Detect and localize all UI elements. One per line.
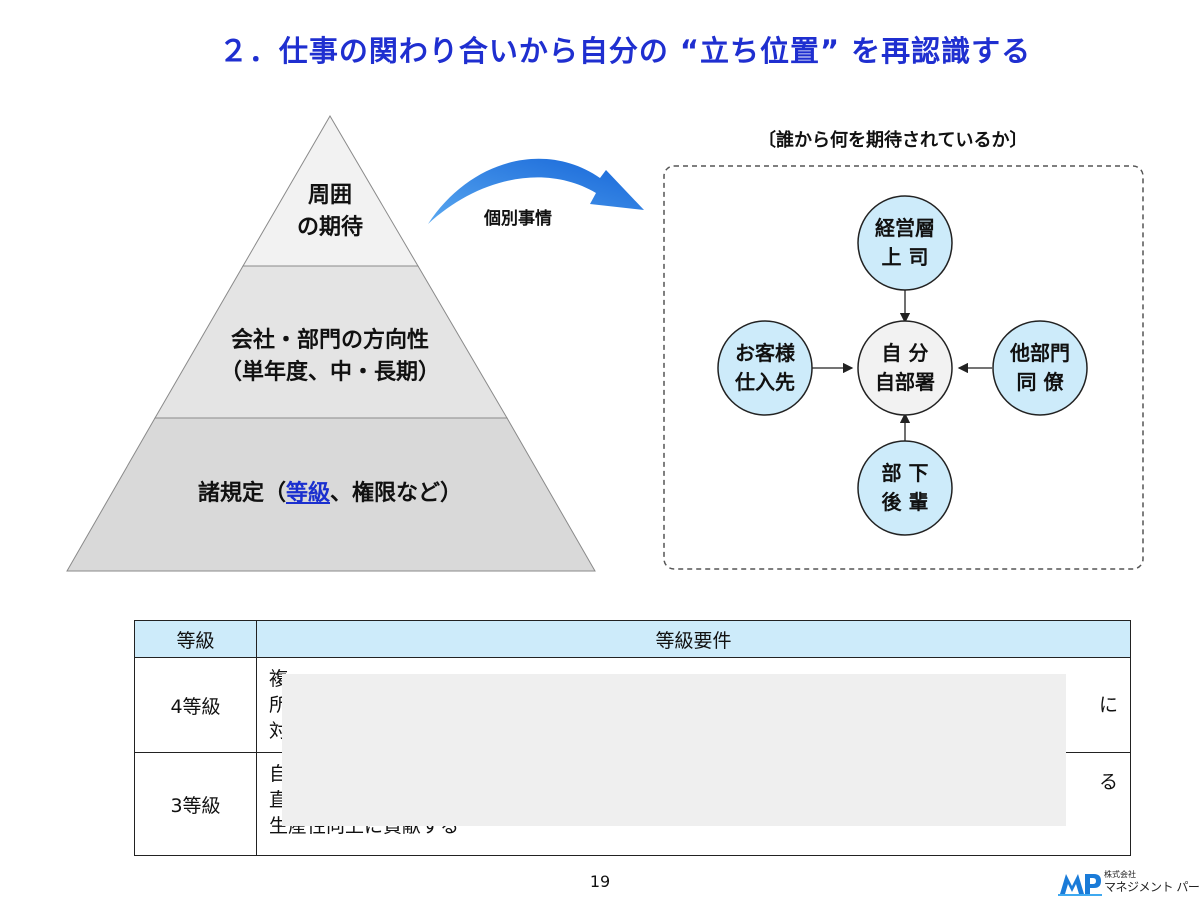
redaction-block xyxy=(282,674,1066,826)
circle-customers xyxy=(717,320,813,416)
label-self-line1: 自 分 xyxy=(881,341,929,365)
logo-company-name: マネジメント パートナー xyxy=(1104,880,1200,894)
label-subordinates-line1: 部 下 xyxy=(881,461,929,485)
pyramid-bottom-tier xyxy=(66,417,596,572)
circle-other-depts xyxy=(992,320,1088,416)
label-self: 自 分 自部署 xyxy=(855,339,955,397)
arrow-label: 個別事情 xyxy=(484,209,552,229)
circle-management xyxy=(857,195,953,291)
label-customers: お客様 仕入先 xyxy=(715,339,815,397)
logo-company-prefix: 株式会社 xyxy=(1104,870,1136,879)
label-other-depts: 他部門 同 僚 xyxy=(990,339,1090,397)
pyramid-bottom-label: 諸規定（等級、権限など） xyxy=(120,478,540,510)
curved-arrow-icon xyxy=(428,158,644,224)
pyramid-bottom-suffix: 、権限など） xyxy=(330,481,463,506)
header-requirements: 等級要件 xyxy=(256,620,1131,658)
expectation-panel xyxy=(663,165,1144,570)
panel-title: 〔誰から何を期待されているか〕 xyxy=(758,130,1028,151)
pyramid-bottom-prefix: 諸規定（ xyxy=(197,481,286,506)
label-management-line1: 経営層 xyxy=(875,216,935,240)
label-customers-line2: 仕入先 xyxy=(735,370,795,394)
pyramid-top-label: 周囲 の期待 xyxy=(270,180,390,244)
pyramid-top-line2: の期待 xyxy=(296,215,363,240)
header-grade: 等級 xyxy=(134,620,257,658)
grade-cell: 4等級 xyxy=(134,657,257,753)
circle-self xyxy=(857,320,953,416)
label-subordinates: 部 下 後 輩 xyxy=(855,459,955,517)
pyramid-middle-line2: （単年度、中・長期） xyxy=(219,360,440,385)
circle-subordinates xyxy=(857,440,953,536)
label-self-line2: 自部署 xyxy=(875,370,935,394)
pyramid-middle-label: 会社・部門の方向性 （単年度、中・長期） xyxy=(180,325,480,389)
page-number: 19 xyxy=(589,872,611,891)
grade-link[interactable]: 等級 xyxy=(285,481,330,506)
page-title: ２．仕事の関わり合いから自分の “立ち位置” を再認識する xyxy=(218,34,1032,68)
requirement-line-end: る xyxy=(1098,771,1118,793)
requirement-line-end: に xyxy=(1098,694,1118,716)
grade-cell: 3等級 xyxy=(134,752,257,856)
label-customers-line1: お客様 xyxy=(735,341,795,365)
label-other-depts-line1: 他部門 xyxy=(1010,341,1070,365)
pyramid-middle-line1: 会社・部門の方向性 xyxy=(230,328,429,353)
pyramid-top-line1: 周囲 xyxy=(307,183,352,208)
label-other-depts-line2: 同 僚 xyxy=(1016,370,1064,394)
label-subordinates-line2: 後 輩 xyxy=(881,490,929,514)
table-header-row: 等級 等級要件 xyxy=(134,620,1131,658)
label-management-line2: 上 司 xyxy=(881,245,929,269)
label-management: 経営層 上 司 xyxy=(855,214,955,272)
company-logo-icon xyxy=(1058,870,1102,896)
